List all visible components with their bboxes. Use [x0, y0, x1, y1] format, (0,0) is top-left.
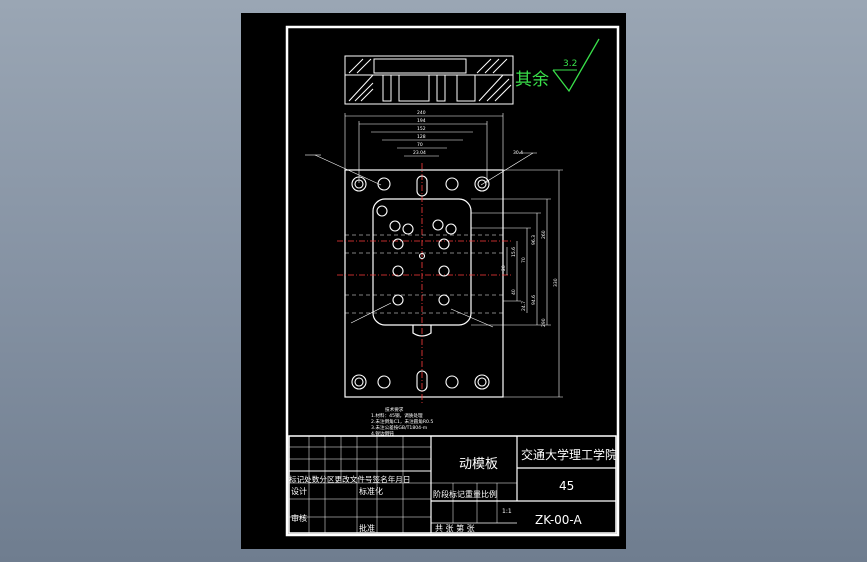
review-label: 审核 — [291, 513, 307, 523]
cad-drawing-viewport[interactable]: 其余 3.2 240 194 152 128 70 23.04 30.4 — [241, 13, 626, 549]
dim-text: 23.04 — [413, 150, 426, 156]
dim-text: 20 — [501, 265, 507, 271]
guide-holes — [351, 175, 490, 392]
drawing-number: ZK-00-A — [535, 513, 582, 527]
drawing-border — [285, 25, 620, 537]
dim-text: 260 — [541, 230, 547, 239]
tech-note-title: 技术要求 — [385, 406, 404, 413]
title-block-texts: 动模板 交通大学理工学院 45 ZK-00-A 标记处数分区更改文件号签名年月日… — [289, 447, 617, 533]
dim-text: 70 — [417, 142, 423, 148]
side-dimension-lines — [471, 169, 563, 398]
top-dimension-texts: 240 194 152 128 70 23.04 30.4 — [413, 110, 523, 156]
top-dimension-lines — [344, 113, 504, 183]
side-dimension-texts: 330 290 260 94.6 96.3 70 40 15.6 20 24.7 — [501, 230, 559, 327]
dim-text: 94.6 — [531, 295, 537, 305]
design-label: 设计 — [291, 486, 307, 496]
roughness-symbol: 其余 3.2 — [515, 38, 600, 93]
tech-note: 3.未注公差按GB/T1804-m — [371, 424, 428, 431]
dim-text: 30.4 — [513, 150, 523, 156]
dim-text: 70 — [521, 257, 527, 263]
school-name: 交通大学理工学院 — [521, 447, 617, 462]
dim-text: 152 — [417, 126, 426, 132]
roughness-label: 其余 — [515, 70, 549, 90]
section-view — [344, 55, 514, 105]
tech-note: 4.锐边倒钝 — [371, 430, 394, 437]
dim-text: 290 — [541, 318, 547, 327]
part-name: 动模板 — [459, 457, 498, 472]
standardize-label: 标准化 — [359, 486, 383, 496]
title-block — [288, 435, 617, 534]
roughness-value: 3.2 — [563, 59, 577, 69]
dim-text: 194 — [417, 118, 426, 124]
change-record-header: 标记处数分区更改文件号签名年月日 — [289, 474, 411, 484]
dim-text: 240 — [417, 110, 426, 116]
ejector-holes — [376, 205, 457, 306]
tech-note: 2.未注倒角C1，未注圆角R0.5 — [371, 418, 433, 425]
dim-text: 96.3 — [531, 235, 537, 245]
dim-text: 128 — [417, 134, 426, 140]
stage-header: 阶段标记重量比例 — [433, 489, 497, 499]
leader-lines — [305, 152, 537, 328]
dim-text: 15.6 — [511, 247, 517, 257]
material: 45 — [559, 479, 574, 493]
sheet-count: 共 张 第 张 — [435, 523, 475, 533]
dim-text: 330 — [553, 278, 559, 287]
dim-text: 24.7 — [521, 301, 527, 311]
dim-text: 40 — [511, 289, 517, 295]
technical-notes: 技术要求 1.材料：45钢，调质处理 2.未注倒角C1，未注圆角R0.5 3.未… — [371, 406, 433, 437]
tech-note: 1.材料：45钢，调质处理 — [371, 412, 423, 419]
drawing-sheet: 其余 3.2 240 194 152 128 70 23.04 30.4 — [285, 25, 620, 537]
scale: 1:1 — [502, 508, 512, 515]
centerlines — [337, 163, 513, 405]
hidden-lines — [345, 234, 503, 314]
approve-label: 批准 — [359, 523, 375, 533]
plate-plan-view — [344, 169, 504, 398]
